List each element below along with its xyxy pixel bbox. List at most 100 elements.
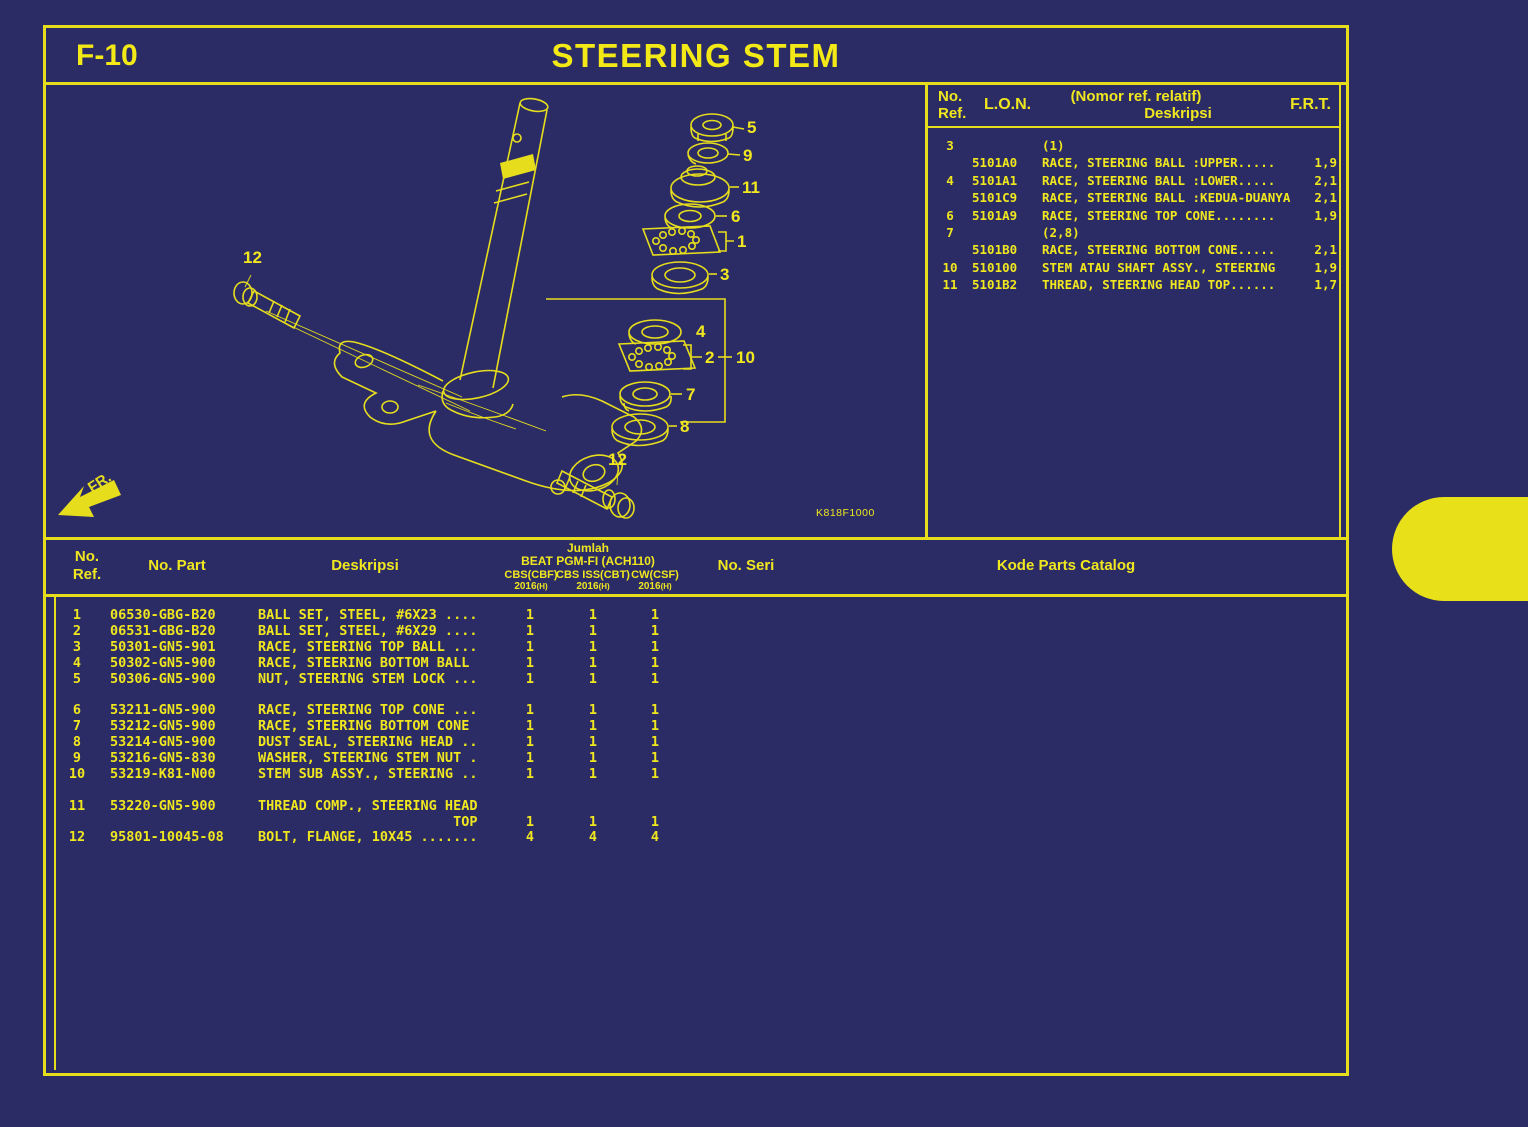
table-row[interactable]: 9 53216-GN5-830 WASHER, STEERING STEM NU… (54, 750, 1346, 767)
part-ref-no: 4 (72, 654, 82, 671)
col-no-part: No. Part (148, 557, 206, 574)
part-number (110, 687, 240, 703)
table-row[interactable]: 11 53220-GN5-900 THREAD COMP., STEERING … (54, 797, 1346, 815)
part-description: THREAD COMP., STEERING HEAD (258, 797, 478, 814)
parts-table-header: No. Ref. No. Part Deskripsi Jumlah BEAT … (46, 537, 1346, 597)
ref-col-no-ref: No. Ref. (938, 88, 967, 122)
ref-description: RACE, STEERING BOTTOM CONE..... (1042, 242, 1276, 258)
part-number: 53214-GN5-900 (110, 734, 216, 751)
callout-1[interactable]: 1 (737, 232, 746, 251)
callout-12-upper[interactable]: 12 (243, 248, 262, 267)
part-ref-no: 10 (68, 765, 86, 782)
table-row[interactable]: 8 53214-GN5-900 DUST SEAL, STEERING HEAD… (54, 734, 1346, 751)
frt-value: 2,1 (1314, 190, 1337, 206)
qty-cw: 4 (650, 829, 660, 846)
callout-6[interactable]: 6 (731, 207, 740, 226)
ref-no: 7 (946, 224, 954, 240)
qty-cw (624, 783, 686, 799)
qty-cw: 1 (650, 718, 660, 735)
table-row[interactable]: 6 53211-GN5-900 RACE, STEERING TOP CONE … (54, 702, 1346, 719)
qty-cbs-iss: 1 (588, 750, 598, 767)
table-row[interactable]: 5 50306-GN5-900 NUT, STEERING STEM LOCK … (54, 670, 1346, 688)
table-row[interactable] (54, 783, 1346, 799)
qty-cw: 1 (650, 765, 660, 782)
fr-arrow-icon (58, 480, 121, 517)
col-variant-2: CBS ISS(CBT) (556, 569, 630, 581)
ref-description: RACE, STEERING BALL :LOWER..... (1042, 172, 1276, 188)
callout-2[interactable]: 2 (705, 348, 714, 367)
lon-code: 5101C9 (972, 190, 1018, 206)
qty-cw: 1 (650, 654, 660, 671)
table-row[interactable]: 7 53212-GN5-900 RACE, STEERING BOTTOM CO… (54, 718, 1346, 735)
ref-no: 6 (946, 207, 954, 223)
ref-table-row[interactable]: 7 (2,8) (928, 224, 1339, 241)
ref-table-row[interactable]: 5101A0 RACE, STEERING BALL :UPPER..... 1… (928, 154, 1339, 171)
ref-description: (2,8) (1042, 224, 1080, 240)
lon-code: 5101A9 (972, 207, 1018, 223)
ref-table: No. Ref. L.O.N. (Nomor ref. relatif) Des… (928, 85, 1341, 537)
callout-7[interactable]: 7 (686, 385, 695, 404)
frt-value (1295, 224, 1339, 241)
table-row[interactable]: 3 50301-GN5-901 RACE, STEERING TOP BALL … (54, 639, 1346, 656)
qty-cw: 1 (650, 607, 660, 623)
callout-5[interactable]: 5 (747, 118, 756, 137)
ref-col-nomor: (Nomor ref. relatif) (1070, 88, 1202, 105)
col-kode-parts: Kode Parts Catalog (996, 557, 1136, 574)
callout-3[interactable]: 3 (720, 265, 729, 284)
qty-cbs: 1 (525, 654, 535, 671)
table-row[interactable]: 1 06530-GBG-B20 BALL SET, STEEL, #6X23 .… (54, 607, 1346, 624)
frt-value (1295, 137, 1339, 154)
ref-table-row[interactable]: 11 5101B2 THREAD, STEERING HEAD TOP.....… (928, 276, 1339, 293)
parts-body-left-rule (54, 597, 56, 1070)
table-row[interactable]: TOP 1 1 1 (54, 814, 1346, 831)
qty-cbs: 1 (525, 718, 535, 735)
part-9-washer-drawing (687, 142, 729, 165)
table-row[interactable]: 4 50302-GN5-900 RACE, STEERING BOTTOM BA… (54, 654, 1346, 672)
qty-cbs-iss: 1 (588, 622, 598, 639)
lon-code: 510100 (972, 259, 1018, 275)
ref-col-deskripsi: Deskripsi (1144, 105, 1212, 122)
part-number (110, 783, 240, 799)
qty-cbs: 1 (525, 622, 535, 639)
bookmark-tab[interactable] (1392, 497, 1528, 601)
part-number: 06530-GBG-B20 (110, 607, 216, 623)
page-title: STEERING STEM (551, 37, 841, 74)
col-deskripsi: Deskripsi (331, 557, 399, 574)
qty-cw: 1 (650, 702, 660, 719)
qty-cbs-iss: 1 (588, 765, 598, 782)
part-ref-no (54, 783, 100, 799)
callout-11[interactable]: 11 (742, 178, 760, 197)
col-year-1: 2016(H) (514, 581, 548, 592)
qty-cbs-iss: 1 (588, 670, 598, 687)
ref-table-row[interactable]: 3 (1) (928, 137, 1339, 154)
part-number: 50306-GN5-900 (110, 670, 216, 687)
qty-cbs-iss: 4 (588, 829, 598, 846)
part-number: 53212-GN5-900 (110, 718, 216, 735)
part-ref-no (54, 687, 100, 703)
ref-table-row[interactable]: 5101B0 RACE, STEERING BOTTOM CONE..... 2… (928, 241, 1339, 258)
col-model: BEAT PGM-FI (ACH110) (521, 554, 655, 568)
ref-table-row[interactable]: 6 5101A9 RACE, STEERING TOP CONE........… (928, 207, 1339, 224)
ref-no (928, 189, 972, 206)
callout-9[interactable]: 9 (743, 146, 752, 165)
part-description: WASHER, STEERING STEM NUT . (258, 750, 478, 767)
callout-4[interactable]: 4 (696, 322, 706, 341)
ref-table-row[interactable]: 4 5101A1 RACE, STEERING BALL :LOWER.....… (928, 172, 1339, 189)
table-row[interactable]: 12 95801-10045-08 BOLT, FLANGE, 10X45 ..… (54, 830, 1346, 846)
col-year-2: 2016(H) (576, 581, 610, 592)
callout-8[interactable]: 8 (680, 417, 689, 436)
table-row[interactable]: 2 06531-GBG-B20 BALL SET, STEEL, #6X29 .… (54, 622, 1346, 640)
frt-value: 1,9 (1314, 259, 1337, 275)
callout-12-lower[interactable]: 12 (608, 450, 627, 469)
part-number: 50302-GN5-900 (110, 654, 216, 671)
ref-table-row[interactable]: 5101C9 RACE, STEERING BALL :KEDUA-DUANYA… (928, 189, 1339, 206)
table-row[interactable]: 10 53219-K81-N00 STEM SUB ASSY., STEERIN… (54, 765, 1346, 783)
qty-cbs (498, 687, 562, 703)
ref-table-row[interactable]: 10 510100 STEM ATAU SHAFT ASSY., STEERIN… (928, 259, 1339, 276)
parts-table-body: 1 06530-GBG-B20 BALL SET, STEEL, #6X23 .… (46, 597, 1346, 1073)
callout-10[interactable]: 10 (736, 348, 755, 367)
qty-cbs (498, 799, 562, 815)
col-jumlah: Jumlah (566, 541, 609, 555)
part-description: RACE, STEERING TOP CONE ... (258, 702, 478, 719)
table-row[interactable] (54, 687, 1346, 703)
